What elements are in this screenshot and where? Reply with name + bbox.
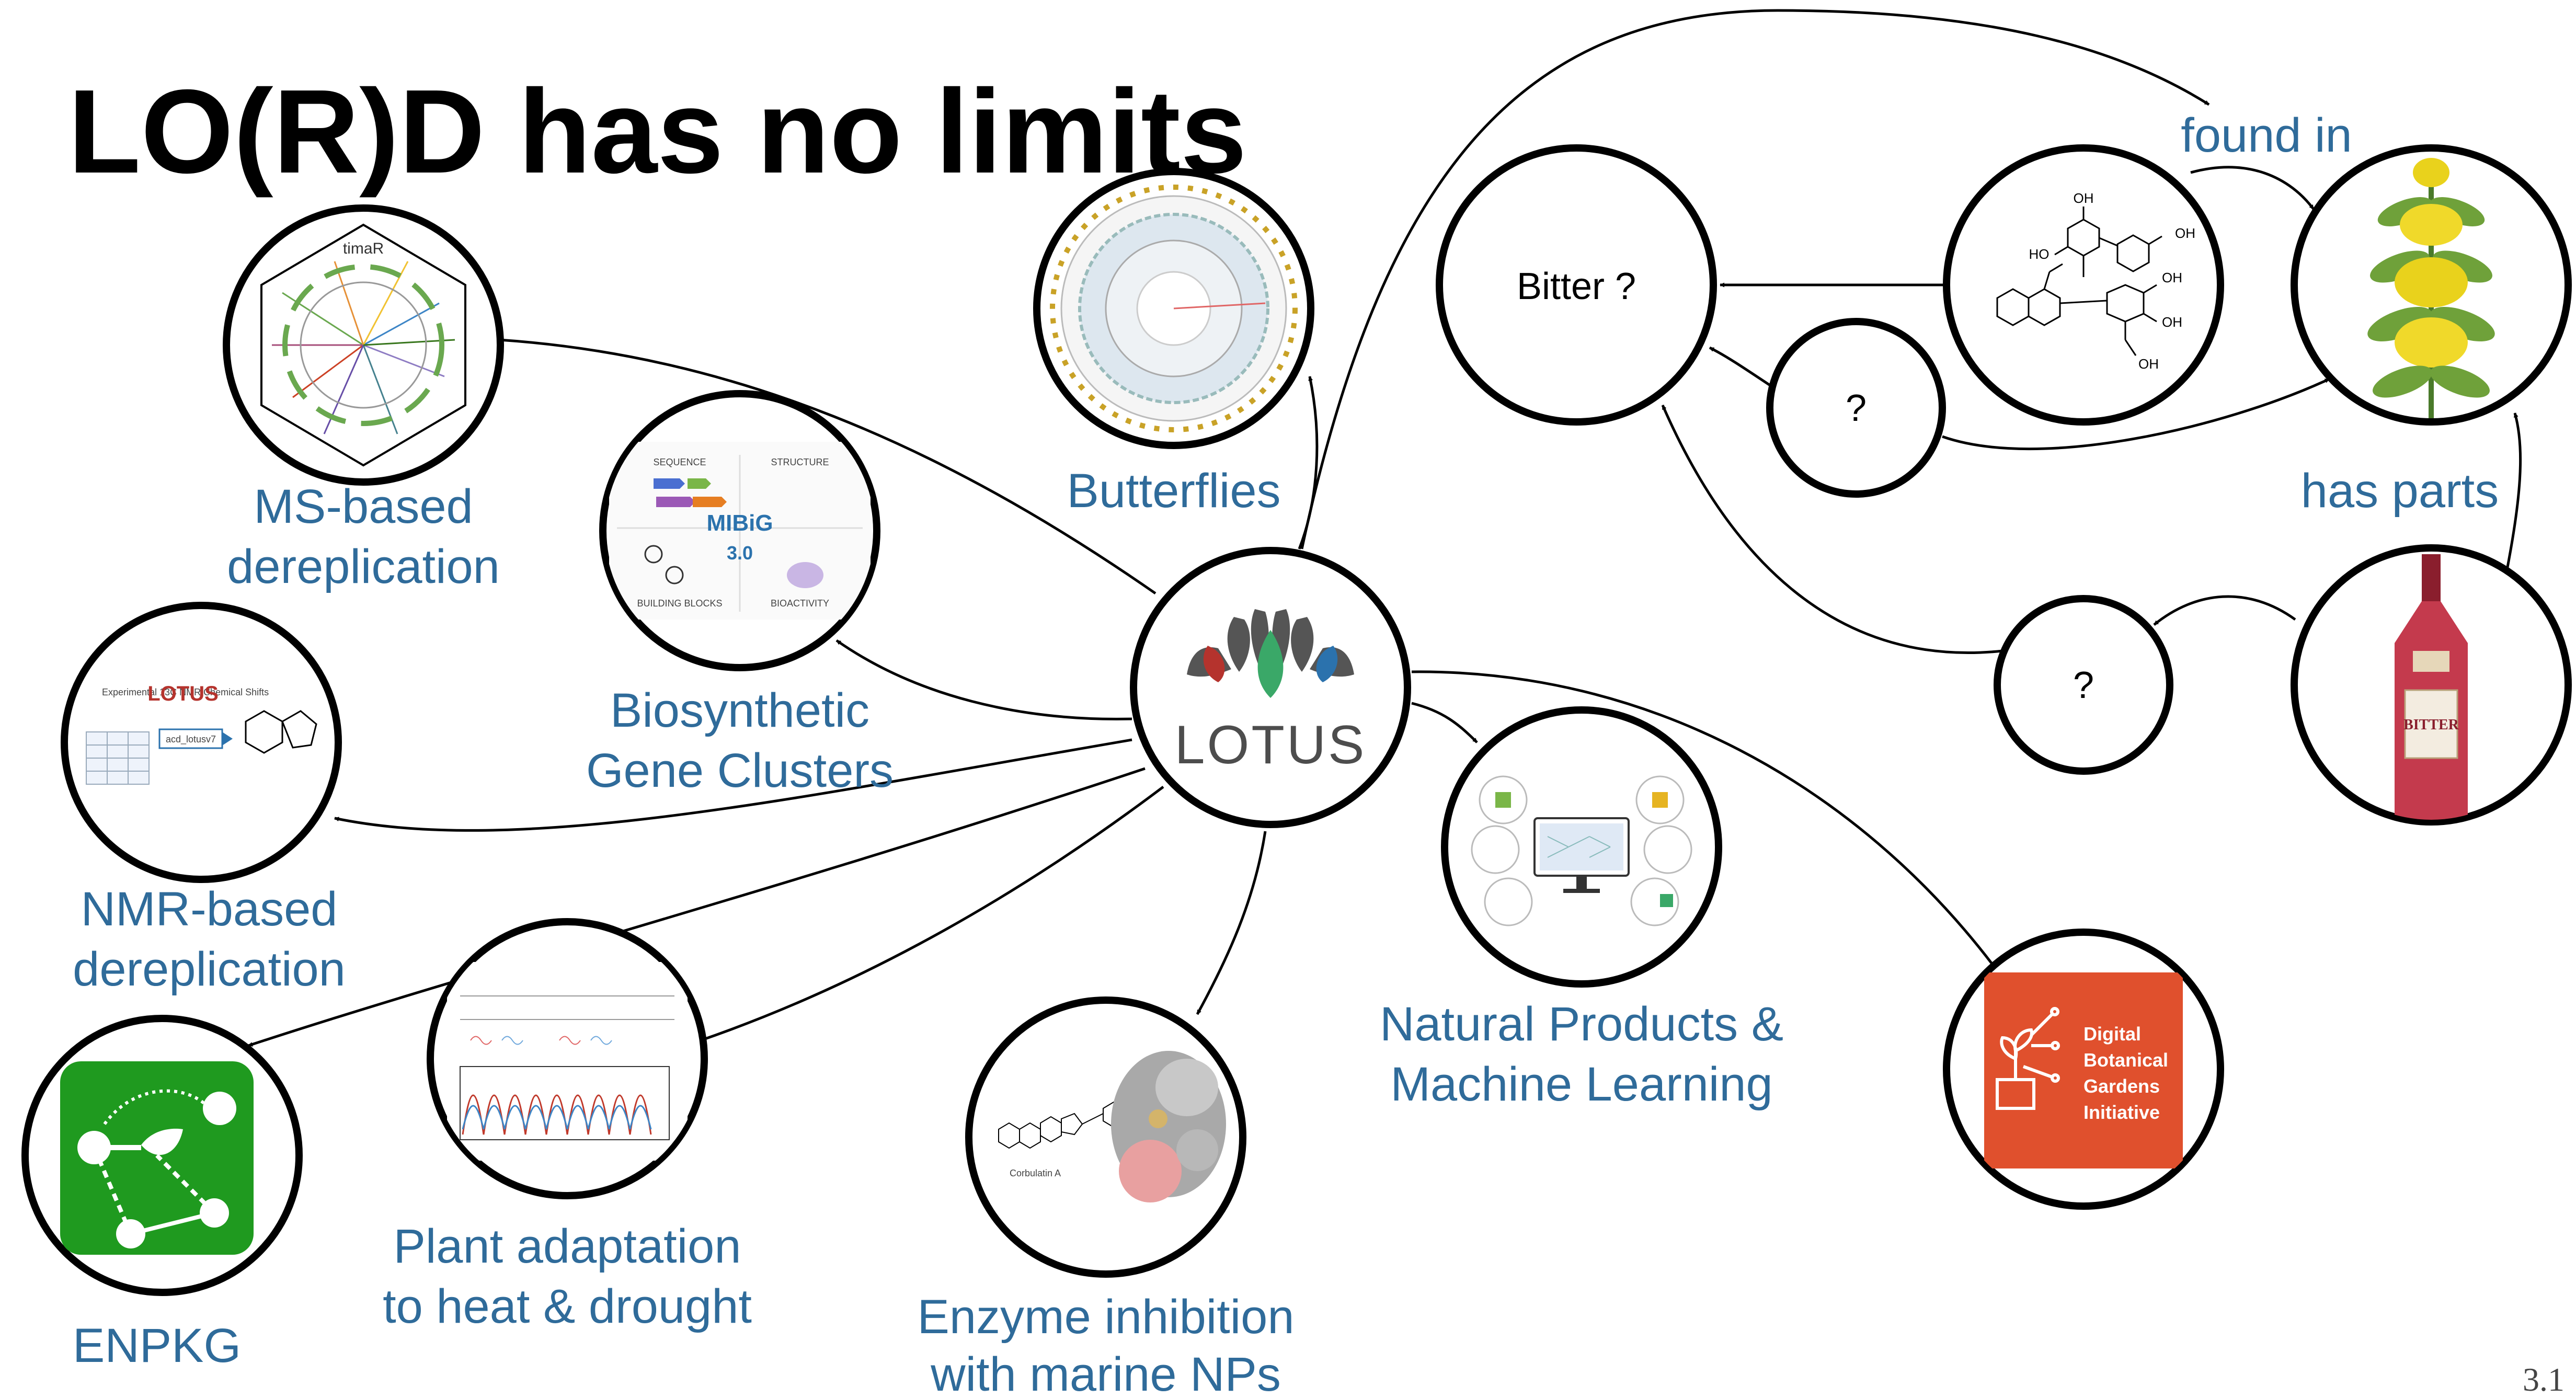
label-bgc-line1: Biosynthetic <box>610 684 869 737</box>
label-ml-line1: Natural Products & <box>1380 998 1783 1051</box>
mibig-bioactivity-label: BIOACTIVITY <box>771 598 829 609</box>
edge-lotus-enpkg <box>248 767 1146 1047</box>
node-gentian-plant <box>2291 144 2572 426</box>
mibig-version: 3.0 <box>727 542 753 564</box>
gene-arrows-icon <box>654 478 727 507</box>
node-bitter: Bitter ? <box>1436 144 1717 426</box>
edge-lotus-foundin <box>1300 9 2210 549</box>
node-enpkg <box>21 1015 303 1296</box>
label-ms-line2: dereplication <box>227 540 500 593</box>
edge-mol-plant <box>2190 166 2315 210</box>
gentian-plant-icon <box>2367 158 2495 418</box>
timar-tree-icon <box>272 261 455 434</box>
node-butterflies <box>1033 168 1314 449</box>
node-question-upper: ? <box>1766 318 1946 498</box>
edge-lotus-ms <box>499 338 1157 595</box>
edges <box>248 9 2522 1047</box>
node-np-ml <box>1441 706 1722 988</box>
nmr-table-icon <box>86 731 150 785</box>
label-found-in: found in <box>2181 109 2352 162</box>
timar-label: timaR <box>343 240 384 257</box>
label-plant-line2: to heat & drought <box>383 1280 752 1333</box>
label-ml-line2: Machine Learning <box>1390 1058 1772 1111</box>
node-ms-dereplication: timaR <box>223 204 504 486</box>
label-bgc-line2: Gene Clusters <box>586 744 894 797</box>
edge-lotus-nmr <box>334 738 1132 832</box>
label-has-parts: has parts <box>2301 464 2499 518</box>
question-lower-label: ? <box>2073 664 2094 706</box>
edge-lotus-dbg <box>1411 670 1996 968</box>
dbg-line4: Initiative <box>2083 1102 2160 1123</box>
node-bitter-bottle: BITTER <box>2291 544 2572 826</box>
mol-oh-ring1: OH <box>2162 270 2182 285</box>
mibig-sequence-label: SEQUENCE <box>653 457 706 467</box>
label-nmr-line2: dereplication <box>73 943 346 996</box>
plant-adaptation-chart-icon <box>447 962 688 1161</box>
bitter-bottle-icon: BITTER <box>2395 554 2468 820</box>
bottle-label: BITTER <box>2403 717 2459 733</box>
lotus-logo-icon <box>1187 609 1354 698</box>
edge-lotus-enzyme <box>1196 831 1267 1015</box>
label-enpkg: ENPKG <box>73 1319 241 1372</box>
question-upper-label: ? <box>1846 387 1867 429</box>
edge-lotus-ml <box>1411 702 1478 743</box>
page-title: LO(R)D has no limits <box>68 65 1247 198</box>
mol-oh-right: OH <box>2175 225 2195 241</box>
nmr-lotus-logo: LOTUS <box>147 682 219 705</box>
dbg-plant-circuit-icon <box>1996 1007 2060 1110</box>
edge-q1-plant <box>1942 377 2330 451</box>
mol-oh-top: OH <box>2074 190 2094 206</box>
nmr-molecule-icon <box>245 710 317 754</box>
edge-bottle-q2 <box>2153 595 2296 626</box>
enzyme-compound-caption: Corbulatin A <box>1010 1168 1061 1178</box>
label-plant-line1: Plant adaptation <box>394 1220 741 1273</box>
nmr-acd-label: acd_lotusv7 <box>166 734 216 745</box>
node-lotus-center: LOTUS <box>1130 547 1411 828</box>
mol-ho-left: HO <box>2029 246 2050 262</box>
label-enzyme-line2: with marine NPs <box>930 1348 1281 1398</box>
molecule-structure-icon <box>1996 207 2162 356</box>
mibig-name: MIBiG <box>706 510 773 536</box>
mibig-structure-label: STRUCTURE <box>771 457 829 467</box>
page-number: 3.1 <box>2523 1361 2564 1398</box>
protein-surface-icon <box>1111 1051 1226 1202</box>
dbg-line3: Gardens <box>2083 1075 2160 1097</box>
edge-lotus-plant <box>700 786 1164 1042</box>
mibig-building-blocks-label: BUILDING BLOCKS <box>637 598 722 609</box>
node-enzyme-inhibition: Corbulatin A <box>965 996 1246 1278</box>
mol-oh-ring3: OH <box>2138 356 2159 372</box>
edge-q1-bitter <box>1709 346 1773 388</box>
node-nmr-dereplication: Experimental 13C NMR Chemical Shifts LOT… <box>61 602 342 883</box>
mol-oh-ring2: OH <box>2162 314 2182 330</box>
node-plant-adaptation <box>427 918 708 1199</box>
label-butterflies: Butterflies <box>1067 464 1280 518</box>
label-ms-line1: MS-based <box>254 480 473 533</box>
edge-bottle-plant <box>2505 412 2522 570</box>
dbg-line2: Botanical <box>2083 1049 2168 1071</box>
node-bgc: SEQUENCE STRUCTURE MIBiG 3.0 BUILDING BL… <box>599 390 880 671</box>
label-nmr-line1: NMR-based <box>81 883 338 936</box>
nmr-experimental-label: Experimental 13C NMR Chemical Shifts <box>102 687 269 697</box>
bitter-label: Bitter ? <box>1517 266 1636 307</box>
dbg-logo-background <box>1984 972 2183 1168</box>
dbg-line1: Digital <box>2083 1023 2141 1045</box>
butterfly-tree-icon <box>1050 185 1298 432</box>
enpkg-logo-icon <box>60 1061 254 1255</box>
label-enzyme-line1: Enzyme inhibition <box>917 1290 1294 1344</box>
np-ml-overview-icon <box>1471 775 1692 926</box>
edge-lotus-bgc <box>835 639 1132 720</box>
node-dbg-initiative: Digital Botanical Gardens Initiative <box>1943 929 2224 1210</box>
lotus-wordmark: LOTUS <box>1175 715 1367 775</box>
node-question-lower: ? <box>1994 595 2173 775</box>
edge-q2-bitter <box>1661 404 2003 655</box>
node-molecule: OH OH HO OH OH OH <box>1943 144 2224 426</box>
